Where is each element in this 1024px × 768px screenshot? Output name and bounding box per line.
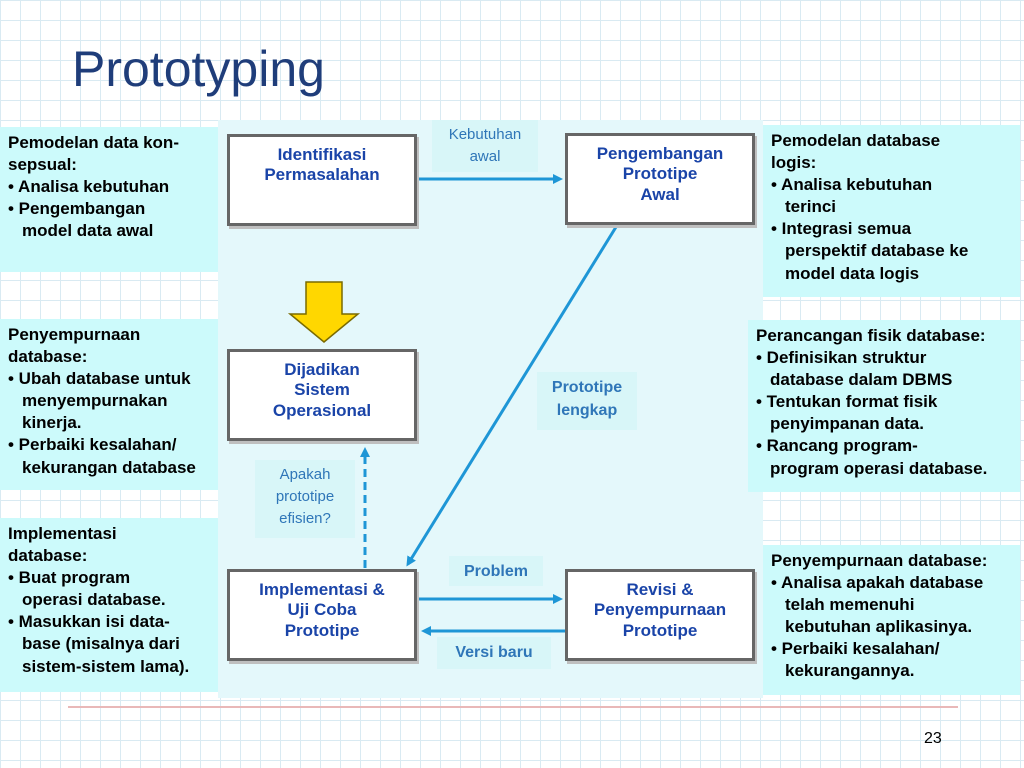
sidebox-line: • Definisikan struktur	[756, 348, 927, 368]
sidebox-line: • Integrasi semua	[771, 219, 912, 239]
node-text-line: Awal	[640, 184, 680, 204]
node-text-line: Pengembangan	[596, 144, 724, 163]
sidebox-line: • Pengembangan	[8, 199, 146, 219]
sidebox-line: • Analisa kebutuhan	[771, 175, 933, 195]
sidebox-line: Perancangan fisik database:	[756, 326, 986, 345]
node-text-line: Sistem	[294, 380, 350, 400]
label-line: awal	[469, 147, 501, 165]
sidebox-line: • Ubah database untuk	[8, 369, 191, 389]
label-line: Prototipe	[551, 379, 623, 396]
sidebox-line: menyempurnakan	[22, 391, 168, 411]
sidebox-logical-modeling: Pemodelan database logis:• Analisa kebutu…	[763, 125, 1020, 297]
sidebox-line: kekurangan database	[22, 457, 196, 477]
node-text-line: Prototipe	[622, 620, 698, 640]
node-text-line: Uji Coba	[287, 600, 357, 620]
page-title: Prototyping	[72, 41, 325, 97]
sidebox-line: model data logis	[785, 263, 920, 283]
sidebox-line: database dalam DBMS	[770, 370, 953, 390]
sidebox-line: sepsual:	[8, 155, 77, 175]
label-line: prototipe	[275, 487, 335, 505]
node-text-line: Revisi &	[626, 580, 694, 599]
sidebox-line: telah memenuhi	[785, 595, 915, 615]
sidebox-line: kinerja.	[22, 413, 82, 433]
sidebox-database-improvement-right: Penyempurnaan database: • Analisa apakah …	[763, 545, 1020, 695]
sidebox-line: logis:	[771, 153, 817, 173]
label-line: Kebutuhan	[448, 126, 522, 143]
sidebox-line: • Buat program	[8, 568, 131, 588]
sidebox-line: base (misalnya dari	[22, 634, 180, 654]
arrow-develop-to-implement	[406, 226, 618, 567]
block-arrow-down	[287, 281, 361, 343]
sidebox-line: • Analisa kebutuhan	[8, 177, 170, 197]
sidebox-conceptual-modeling: Pemodelan data kon-sepsual:• Analisa keb…	[0, 127, 218, 272]
sidebox-line: kekurangannya.	[785, 661, 915, 681]
node-text-line: Prototipe	[284, 620, 360, 640]
sidebox-database-improvement-left: Penyempurnaan database:• Ubah database un…	[0, 319, 218, 490]
sidebox-line: • Analisa apakah database	[771, 573, 984, 593]
label-initial-needs: Kebutuhan awal	[432, 120, 538, 172]
sidebox-line: • Perbaiki kesalahan/	[771, 639, 940, 659]
sidebox-line: Penyempurnaan database:	[771, 551, 988, 570]
label-line: Apakah	[279, 466, 331, 483]
node-text-line: Prototipe	[622, 164, 698, 184]
sidebox-line: terinci	[785, 197, 837, 217]
label-problem: Problem	[449, 556, 543, 586]
label-is-prototype-efficient: Apakah prototipe efisien?	[255, 460, 355, 538]
sidebox-line: database:	[8, 347, 88, 367]
sidebox-line: perspektif database ke	[785, 241, 969, 261]
sidebox-line: penyimpanan data.	[770, 414, 924, 434]
sidebox-line: kebutuhan aplikasinya.	[785, 617, 973, 637]
page-number: 23	[924, 730, 942, 747]
sidebox-line: database:	[8, 546, 88, 566]
sidebox-line: model data awal	[22, 221, 154, 241]
sidebox-line: program operasi database.	[770, 458, 988, 478]
sidebox-line: Pemodelan database	[771, 131, 941, 150]
footer-divider	[68, 706, 958, 708]
sidebox-line: • Masukkan isi data-	[8, 612, 170, 632]
sidebox-line: • Perbaiki kesalahan/	[8, 435, 177, 455]
node-text-line: Identifikasi	[277, 145, 367, 164]
label-new-version: Versi baru	[437, 637, 551, 669]
label-complete-prototype: Prototipe lengkap	[537, 372, 637, 430]
node-text-line: Implementasi &	[259, 580, 385, 599]
label-line: efisien?	[279, 509, 331, 527]
node-text-line: Dijadikan	[284, 360, 360, 379]
sidebox-line: • Tentukan format fisik	[756, 392, 938, 412]
sidebox-line: • Rancang program-	[756, 436, 918, 456]
sidebox-physical-design: Perancangan fisik database: • Definisikan…	[748, 320, 1020, 492]
node-text-line: Operasional	[272, 400, 372, 420]
node-text-line: Penyempurnaan	[593, 600, 727, 620]
sidebox-line: sistem-sistem lama).	[22, 656, 190, 676]
node-text-line: Permasalahan	[264, 165, 380, 185]
sidebox-line: Penyempurnaan	[8, 325, 141, 344]
label-line: lengkap	[556, 402, 618, 420]
sidebox-line: Pemodelan data kon-	[8, 133, 179, 152]
sidebox-line: operasi database.	[22, 590, 166, 610]
sidebox-line: Implementasi	[8, 524, 117, 543]
